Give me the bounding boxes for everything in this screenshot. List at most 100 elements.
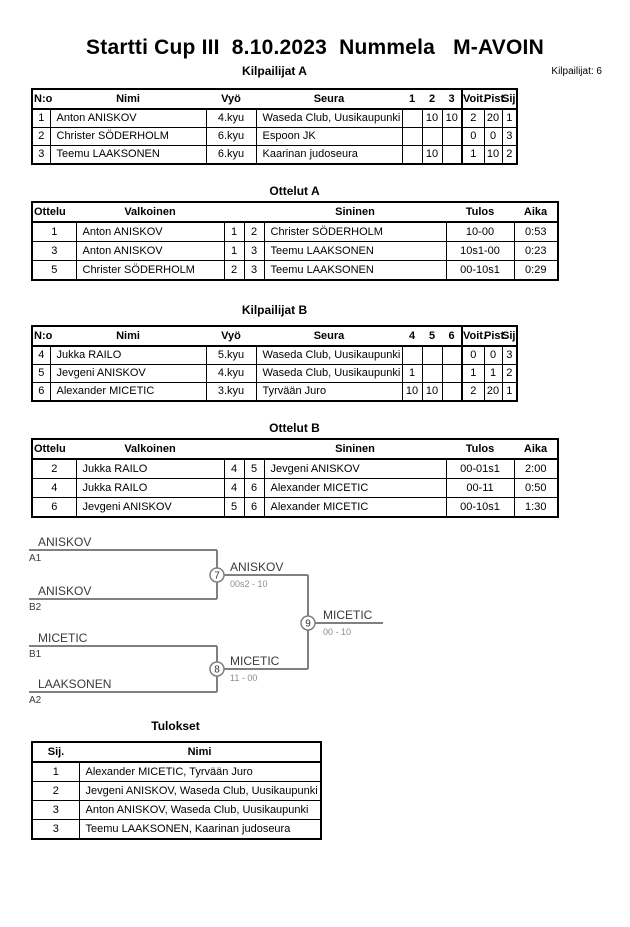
table-row: 6 Jevgeni ANISKOV 5 6 Alexander MICETIC … [31,497,559,518]
points-cell: 20 [483,382,503,402]
entrant-name: MICETIC [38,631,88,645]
winner-name: MICETIC [230,654,280,668]
blue-number-cell: 5 [243,458,265,479]
entrant-seed: A1 [29,553,42,564]
column-header: Sij. [32,742,79,763]
white-name-cell: Anton ANISKOV [75,221,225,242]
score-cell [441,364,463,383]
blue-number-cell: 3 [243,260,265,281]
belt-cell: 3.kyu [205,382,257,402]
table-row: 2 Jevgeni ANISKOV, Waseda Club, Uusikaup… [31,781,322,801]
white-number-cell: 4 [223,478,245,498]
place-cell: 1 [501,382,518,402]
score-cell: 1 [401,364,423,383]
section-title-kilpailijat-a: Kilpailijat A [242,64,307,78]
table-row: 5 Jevgeni ANISKOV 4.kyu Waseda Club, Uus… [31,364,518,383]
entrant-name: ANISKOV [38,584,91,598]
section-title-tulokset: Tulokset [151,719,200,733]
white-number-cell: 1 [223,241,245,261]
bracket-svg: 7 8 9 ANISKOV A1 ANISKOV B2 MICETIC B1 L… [29,535,383,706]
blue-number-cell: 2 [243,221,265,242]
score-cell [441,345,463,365]
bracket-diagram: 7 8 9 ANISKOV A1 ANISKOV B2 MICETIC B1 L… [0,532,630,715]
table-row: 2 Christer SÖDERHOLM 6.kyu Espoon JK 0 0… [31,127,518,146]
white-number-cell: 4 [223,458,245,479]
number-cell: 4 [31,345,51,365]
match-number-cell: 4 [31,478,77,498]
competitors-table-b: N:o Nimi Vyö Seura 4 5 6 Voit. Pist. Sij… [31,325,519,402]
result-cell: 10-00 [445,221,515,242]
score-cell: 10 [401,382,423,402]
column-header: Nimi [79,742,321,763]
result-cell: 00-01s1 [445,458,515,479]
points-cell: 10 [483,145,503,165]
header-row: N:o Nimi Vyö Seura 4 5 6 Voit. Pist. Sij… [32,326,519,347]
match-score: 11 - 00 [230,673,257,683]
column-header: Sij. [502,326,519,347]
column-header: Tulos [446,439,514,460]
table-row: 1 Anton ANISKOV 1 2 Christer SÖDERHOLM 1… [31,221,559,242]
result-cell: 00-11 [445,478,515,498]
name-cell: Jukka RAILO [49,345,207,365]
header-row: Ottelu Valkoinen Sininen Tulos Aika [32,202,558,223]
column-header [244,202,264,223]
points-cell: 20 [483,108,503,128]
result-cell: 10s1-00 [445,241,515,261]
entrant-seed: B1 [29,649,42,660]
place-cell: 3 [501,127,518,146]
white-name-cell: Christer SÖDERHOLM [75,260,225,281]
column-header: Tulos [446,202,514,223]
score-cell [401,108,423,128]
table-row: 6 Alexander MICETIC 3.kyu Tyrvään Juro 1… [31,382,518,402]
belt-cell: 4.kyu [205,108,257,128]
match-circle [209,567,225,583]
belt-cell: 5.kyu [205,345,257,365]
blue-number-cell: 3 [243,241,265,261]
number-cell: 3 [31,145,51,165]
place-cell: 1 [501,108,518,128]
score-cell [421,364,443,383]
white-name-cell: Jukka RAILO [75,458,225,479]
score-cell [441,127,463,146]
column-header [224,439,244,460]
time-cell: 2:00 [513,458,559,479]
result-cell: 00-10s1 [445,497,515,518]
header-row: Sij. Nimi [32,742,321,763]
place-cell: 2 [31,781,80,801]
column-header: N:o [32,89,52,110]
number-cell: 5 [31,364,51,383]
result-name-cell: Anton ANISKOV, Waseda Club, Uusikaupunki [78,800,322,820]
results-table: Sij. Nimi 1 Alexander MICETIC, Tyrvään J… [31,741,322,840]
score-cell [401,345,423,365]
blue-name-cell: Jevgeni ANISKOV [263,458,447,479]
header-row: Kilpailijat A Kilpailijat: 6 [0,64,630,78]
match-circle [209,661,225,677]
white-number-cell: 1 [223,221,245,242]
club-cell: Waseda Club, Uusikaupunki [255,108,403,128]
column-header: Valkoinen [76,439,224,460]
club-cell: Waseda Club, Uusikaupunki [255,345,403,365]
match-circle [300,615,316,631]
match-number-cell: 5 [31,260,77,281]
white-number-cell: 5 [223,497,245,518]
time-cell: 0:50 [513,478,559,498]
table-row: 2 Jukka RAILO 4 5 Jevgeni ANISKOV 00-01s… [31,458,559,479]
table-row: 1 Alexander MICETIC, Tyrvään Juro [31,761,322,782]
column-header: Voit. [461,326,486,347]
score-cell [441,145,463,165]
blue-name-cell: Christer SÖDERHOLM [263,221,447,242]
entrant-name: ANISKOV [38,535,91,549]
column-header: Voit. [461,89,486,110]
column-header: N:o [32,326,52,347]
matches-table-a: Ottelu Valkoinen Sininen Tulos Aika 1 An… [31,201,559,281]
column-header: Seura [256,89,402,110]
white-name-cell: Jevgeni ANISKOV [75,497,225,518]
blue-name-cell: Alexander MICETIC [263,478,447,498]
score-cell: 10 [441,108,463,128]
wins-cell: 1 [461,364,485,383]
entrant-seed: B2 [29,602,42,613]
column-header: Aika [514,202,558,223]
score-cell [441,382,463,402]
place-cell: 2 [501,145,518,165]
number-cell: 6 [31,382,51,402]
